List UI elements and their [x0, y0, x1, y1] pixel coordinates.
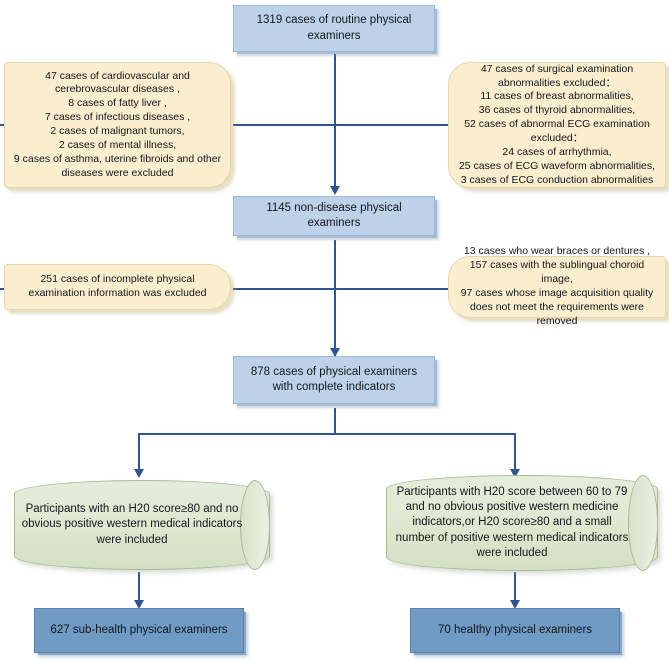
connector-groupleft-to-outcome: [138, 572, 140, 606]
node-exclusion-right-1[interactable]: 47 cases of surgical examination abnorma…: [448, 62, 666, 188]
node-total-examiners-label: 1319 cases of routine physical examiners: [256, 14, 412, 42]
node-exclusion-left-1[interactable]: 47 cases of cardiovascular and cerebrova…: [4, 62, 231, 188]
arrowhead-group-left: [134, 469, 144, 478]
connector-complete-down: [334, 408, 336, 434]
connector-split-right: [514, 433, 516, 474]
connector-split-bar: [138, 433, 516, 435]
node-group-left[interactable]: Participants with an H20 score≥80 and no…: [14, 480, 270, 570]
node-exclusion-left-2-label: 251 cases of incomplete physical examina…: [28, 273, 207, 299]
node-group-left-label: Participants with an H20 score≥80 and no…: [21, 503, 243, 546]
connector-total-to-nondisease: [334, 52, 336, 189]
connector-split-left: [138, 433, 140, 474]
connector-nondisease-to-complete: [334, 240, 336, 358]
connector-groupright-to-outcome: [514, 572, 516, 606]
node-outcome-healthy-label: 70 healthy physical examiners: [437, 623, 593, 636]
arrowhead-group-right: [510, 469, 520, 478]
node-exclusion-right-1-label: 47 cases of surgical examination abnorma…: [458, 62, 656, 186]
node-group-right[interactable]: Participants with H20 score between 60 t…: [386, 475, 658, 571]
arrowhead-outcome-right: [510, 600, 520, 609]
node-exclusion-right-2[interactable]: 13 cases who wear braces or dentures , 1…: [448, 245, 666, 327]
node-non-disease[interactable]: 1145 non-disease physical examiners: [233, 196, 435, 236]
arrowhead-nondisease: [330, 186, 340, 195]
node-non-disease-label: 1145 non-disease physical examiners: [266, 201, 402, 229]
node-total-examiners[interactable]: 1319 cases of routine physical examiners: [233, 5, 435, 52]
node-outcome-sub-health[interactable]: 627 sub-health physical examiners: [34, 608, 244, 653]
node-exclusion-left-1-label: 47 cases of cardiovascular and cerebrova…: [13, 69, 222, 179]
node-complete-indicators[interactable]: 878 cases of physical examiners with com…: [233, 356, 435, 404]
arrowhead-outcome-left: [134, 600, 144, 609]
node-exclusion-left-2[interactable]: 251 cases of incomplete physical examina…: [4, 264, 231, 310]
arrowhead-complete: [330, 348, 340, 357]
node-outcome-sub-health-label: 627 sub-health physical examiners: [50, 623, 228, 636]
node-exclusion-right-2-label: 13 cases who wear braces or dentures , 1…: [460, 245, 654, 327]
node-group-right-label: Participants with H20 score between 60 t…: [395, 486, 629, 559]
node-outcome-healthy[interactable]: 70 healthy physical examiners: [410, 608, 620, 653]
node-complete-indicators-label: 878 cases of physical examiners with com…: [250, 365, 418, 393]
